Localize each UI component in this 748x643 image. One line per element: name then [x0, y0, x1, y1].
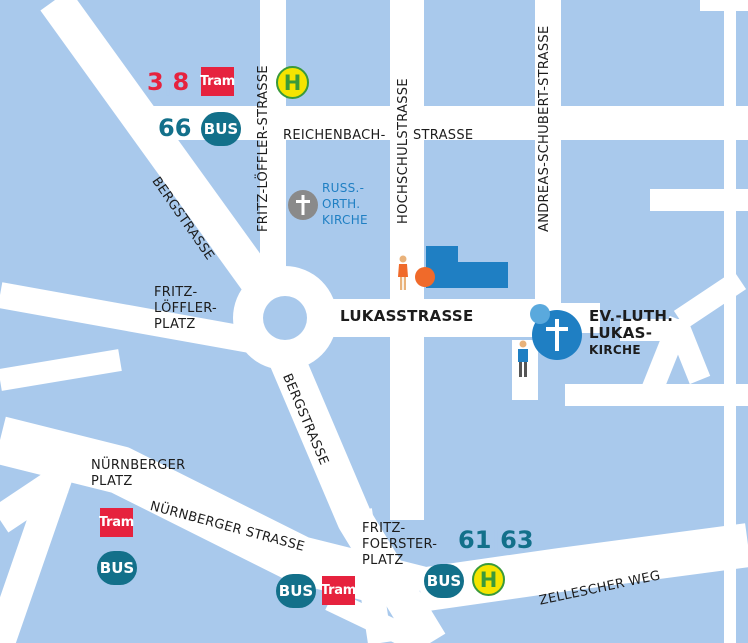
bus-line-61: 61 — [458, 526, 492, 554]
street-label-reichenbach-2: STRASSE — [413, 128, 474, 143]
street-label-hochschulstrasse: HOCHSCHULSTRASSE — [396, 78, 411, 224]
bus-icon[interactable]: BUS — [97, 551, 137, 585]
tram-stop-icon[interactable]: Tram — [321, 576, 356, 605]
bus-stop-icon[interactable]: H — [472, 563, 505, 596]
bus-line-number-group: 61|63 — [458, 528, 534, 552]
bus-line-66: 66 — [158, 114, 192, 142]
tram-stop-icon[interactable]: Tram — [200, 67, 235, 96]
bus-line-63: 63 — [500, 526, 534, 554]
landmark-label-lukaskirche: EV.-LUTH. LUKAS- KIRCHE — [589, 307, 674, 358]
cross-icon — [532, 310, 582, 360]
marker-icon — [415, 267, 435, 287]
place-label-fritz-foerster-platz: FRITZ- FOERSTER- PLATZ — [362, 521, 438, 568]
person-icon — [398, 255, 408, 290]
tram-line-3: 3 — [147, 68, 164, 96]
bus-icon[interactable]: BUS — [276, 574, 316, 608]
tram-line-number-group: 3|8 — [147, 70, 189, 94]
place-label-nuernberger-platz: NÜRNBERGER PLATZ — [91, 458, 186, 489]
line-separator: | — [163, 68, 173, 96]
landmark-label-russ-orth-kirche: RUSS.- ORTH. KIRCHE — [322, 181, 368, 227]
bus-icon[interactable]: BUS — [424, 564, 464, 598]
university-building — [426, 246, 508, 288]
street-label-lukasstrasse: LUKASSTRASSE — [340, 307, 474, 325]
line-separator: | — [491, 526, 501, 554]
place-label-fritz-loeffler-platz: FRITZ- LÖFFLER- PLATZ — [154, 285, 218, 332]
street-label-reichenbach-1: REICHENBACH- — [283, 128, 386, 143]
tram-stop-icon[interactable]: Tram — [99, 508, 134, 537]
bus-icon[interactable]: BUS — [201, 112, 241, 146]
street-label-fritz-loeffler: FRITZ-LÖFFLER-STRASSE — [256, 65, 271, 232]
marker-icon — [530, 304, 550, 324]
person-icon — [518, 340, 528, 377]
street-label-andreas-schubert: ANDREAS-SCHUBERT-STRASSE — [537, 25, 552, 233]
bus-stop-icon[interactable]: H — [276, 66, 309, 99]
cross-icon — [288, 190, 318, 220]
tram-line-8: 8 — [172, 68, 190, 96]
